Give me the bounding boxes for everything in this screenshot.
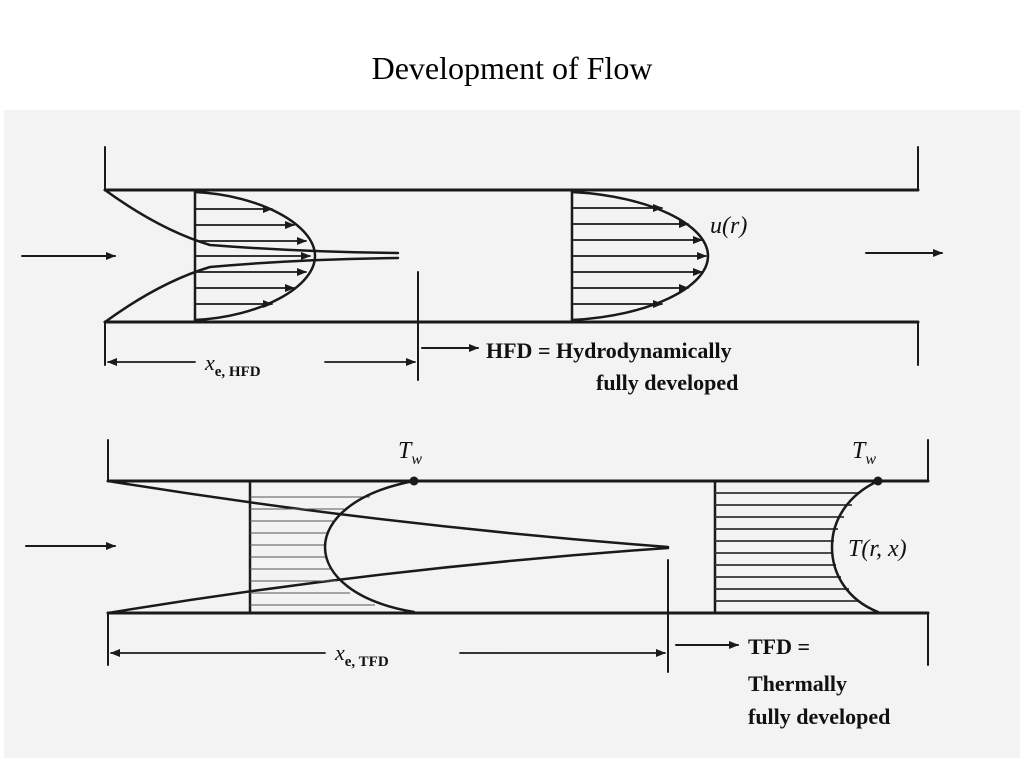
temperature-profile-label: T(r, x) xyxy=(848,536,907,562)
tfd-entry-length-dimension xyxy=(110,559,669,673)
thermal-developed-profile xyxy=(713,476,883,614)
slide-title: Development of Flow xyxy=(371,50,653,86)
wall-temperature-label-left: Tw xyxy=(398,438,422,468)
figure-background xyxy=(4,110,1020,758)
tfd-definition-line3: fully developed xyxy=(748,704,890,729)
tfd-definition-line2: Thermally xyxy=(748,671,847,696)
hydro-developing-profile xyxy=(193,190,317,322)
hfd-entry-length-dimension xyxy=(107,271,419,381)
hydro-developed-profile xyxy=(570,190,710,322)
tfd-definition-line1: TFD = xyxy=(748,634,810,659)
wall-temperature-label-right: Tw xyxy=(852,438,876,468)
hfd-entry-length-label: xe, HFD xyxy=(204,350,261,380)
hfd-definition-line1: HFD = Hydrodynamically xyxy=(486,338,732,363)
hydro-pipe xyxy=(103,146,920,366)
tfd-entry-length-label: xe, TFD xyxy=(334,640,389,670)
thermal-developing-profile xyxy=(248,476,419,614)
thermal-boundary-layer xyxy=(106,479,670,615)
velocity-profile-label: u(r) xyxy=(710,213,747,239)
hydro-boundary-layer xyxy=(103,188,400,324)
hfd-definition-line2: fully developed xyxy=(596,370,738,395)
thermal-pipe xyxy=(106,439,930,666)
